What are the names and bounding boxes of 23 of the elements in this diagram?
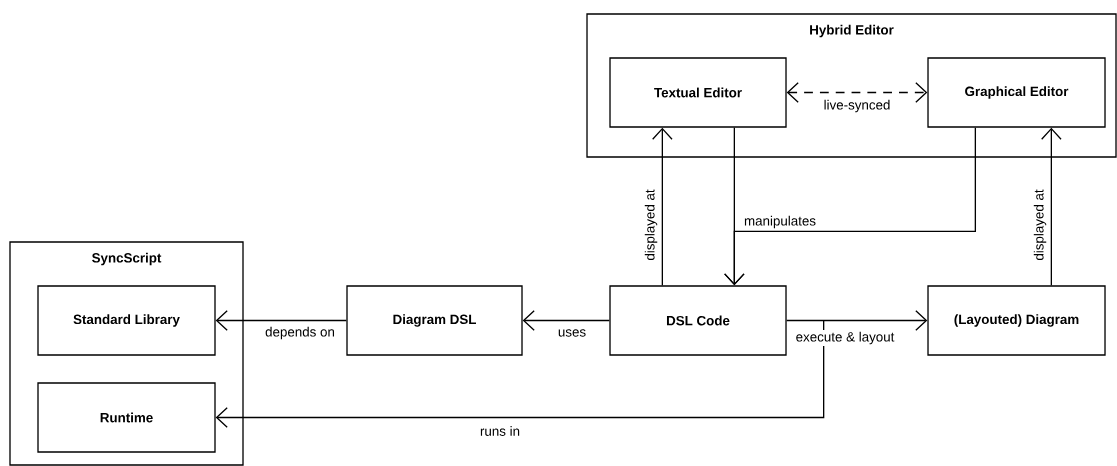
edge-label: uses bbox=[556, 327, 588, 339]
arrow bbox=[215, 310, 347, 331]
component-box: Standard Library bbox=[37, 285, 216, 356]
arrow bbox=[652, 127, 673, 286]
edge-label: manipulates bbox=[742, 214, 818, 230]
edge-label: displayed at bbox=[643, 187, 659, 263]
edge-label: displayed at bbox=[1032, 187, 1048, 263]
arrow bbox=[724, 127, 976, 286]
edge-label: runs in bbox=[478, 424, 522, 438]
component-box: (Layouted) Diagram bbox=[927, 285, 1106, 356]
component-box: Diagram DSL bbox=[346, 285, 523, 356]
component-box: Graphical Editor bbox=[927, 57, 1106, 128]
edge-label: execute & layout bbox=[793, 330, 897, 346]
arrow bbox=[786, 82, 928, 103]
arrow bbox=[786, 310, 928, 331]
arrow bbox=[522, 310, 610, 331]
arrow bbox=[215, 319, 825, 428]
edge-label: live-synced bbox=[821, 98, 893, 114]
edge-label: depends on bbox=[263, 325, 337, 341]
component-box: DSL Code bbox=[609, 285, 787, 356]
component-box: Textual Editor bbox=[609, 57, 787, 128]
arrow bbox=[1041, 127, 1062, 286]
component-box: Runtime bbox=[37, 382, 216, 453]
